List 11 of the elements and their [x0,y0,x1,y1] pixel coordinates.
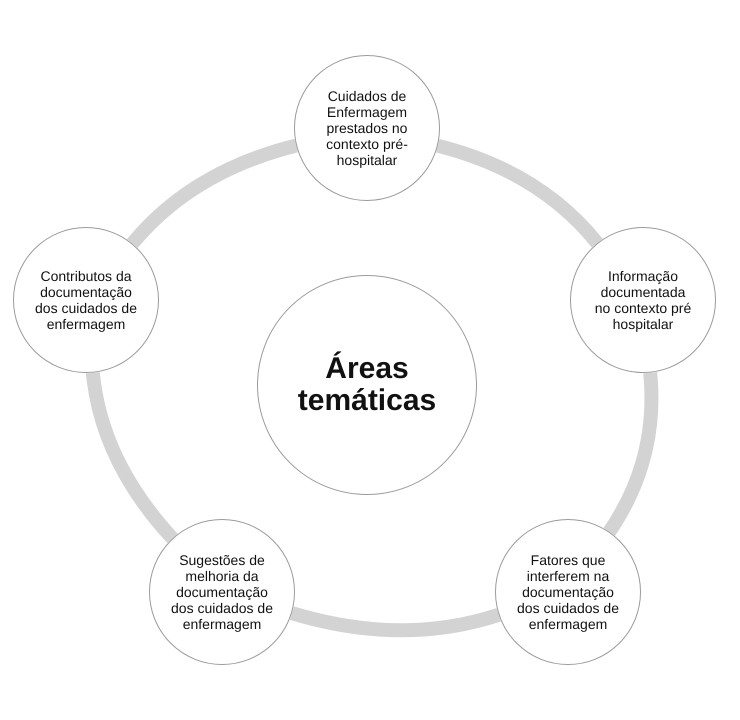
topic-label: Informação documentada no contexto pré hospitalar [594,268,692,332]
ring-connector [603,372,658,536]
topic-label: Cuidados de Enfermagem prestados no contexto pré-hospitalar [325,88,409,168]
topic-label: Contributos da documentação dos cuidados de enfermagem [34,268,138,332]
central-title: Áreas temáticas [296,353,438,417]
ring-connector [290,606,501,638]
ring-connector [127,138,298,248]
ring-connector [436,138,603,248]
ring-connector [86,372,178,544]
topic-label: Fatores que interferem na documentação dos cuidados de enfermagem [516,552,620,632]
topic-label: Sugestões de melhoria da documentação dos cuidados de enfermagem [170,552,274,632]
